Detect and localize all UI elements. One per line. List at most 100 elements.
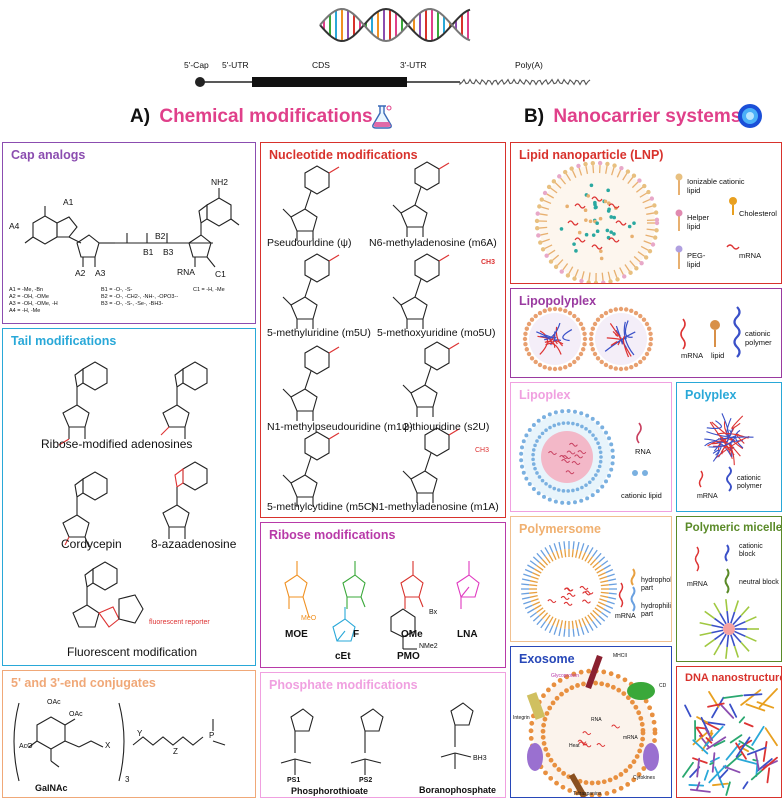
lipid-head	[615, 277, 619, 281]
hydrophilic-chain	[573, 629, 574, 637]
base-ring	[305, 166, 329, 194]
track-utr3-label: 3'-UTR	[400, 60, 427, 70]
lipid-head	[523, 332, 527, 336]
lpp-mrna-label: mRNA	[681, 351, 703, 360]
hydrophobic-chain	[588, 615, 593, 621]
core-lipid	[590, 183, 594, 187]
phos-phosphorothioate-label: Phosphorothioate	[291, 786, 368, 796]
base-ring	[305, 432, 329, 460]
membrane-head	[623, 677, 628, 682]
exo-label-tetra: Tetraspanins	[573, 791, 601, 797]
core-lipid	[628, 225, 632, 229]
lipid-head	[563, 365, 567, 369]
conj-z: Z	[173, 747, 178, 756]
hydrophobic-chain	[593, 610, 599, 615]
neutral-arm	[714, 645, 720, 655]
lipid-head	[609, 365, 613, 369]
lipid-head	[584, 483, 588, 487]
lipid-head	[586, 280, 590, 284]
track-polya-label: Poly(A)	[515, 60, 543, 70]
lipid-head	[591, 161, 595, 165]
cap-legend-left: A1 = -Me, -Bn A2 = -OH, -OMe A3 = -OH, -…	[9, 287, 58, 315]
lipid-head	[629, 309, 633, 313]
polyplex-strand	[732, 416, 743, 429]
modification-bond	[329, 347, 339, 353]
dna-helix-segment	[697, 759, 699, 777]
hydrophobic-chain	[531, 577, 539, 579]
hydrophobic-chain	[530, 581, 538, 583]
lipid-head	[523, 342, 527, 346]
hydrophobic-chain	[561, 620, 563, 628]
lipid-head	[571, 422, 575, 426]
hydrophobic-chain	[557, 619, 559, 627]
lipid-head	[544, 428, 548, 432]
hydrophobic-chain	[600, 596, 608, 598]
membrane-head	[633, 705, 638, 710]
polymersome-phobic-label: hydrophobic part	[641, 577, 671, 593]
lipid-head	[576, 423, 580, 427]
glycosidic-bond	[305, 371, 311, 389]
nuc-item-m6a: N6-methyladenosine (m6A)	[369, 237, 497, 249]
hydrophobic-chain	[537, 608, 543, 613]
lipid-head	[647, 327, 651, 331]
lipid-head	[600, 485, 604, 489]
lipid-head	[614, 307, 618, 311]
lipid-head	[576, 488, 580, 492]
lipid-head	[535, 471, 539, 475]
lipid-tail	[602, 273, 603, 281]
lipid-head	[612, 163, 616, 167]
lipid-head	[566, 421, 570, 425]
section-a-title: Chemical modifications	[159, 106, 372, 127]
hydrophilic-chain	[593, 621, 598, 627]
hydrophobic-chain	[534, 569, 541, 573]
conjugates-panel: 5' and 3'-end conjugates OAc OAc AcO X 3…	[2, 670, 256, 798]
lipid-head	[619, 166, 623, 170]
membrane-head	[559, 692, 564, 697]
lipid-head	[651, 242, 655, 246]
hydrophobic-chain	[534, 605, 541, 609]
hydrophilic-chain	[581, 543, 583, 551]
base-ring	[425, 342, 449, 370]
lipid-head	[638, 360, 642, 364]
lipid-head	[548, 498, 552, 502]
lipid-head	[585, 496, 589, 500]
membrane-head	[548, 776, 553, 781]
mrna-icon	[696, 547, 699, 571]
lipid-head	[654, 210, 658, 214]
lipid-head	[522, 471, 526, 475]
lipid-head	[563, 170, 567, 174]
core-lipid	[607, 207, 611, 211]
core-lipid	[593, 201, 597, 205]
lipid-head	[599, 450, 603, 454]
conj-x: X	[105, 741, 110, 750]
lipid-head	[560, 269, 564, 273]
lipid-head	[583, 162, 587, 166]
lipid-head	[562, 489, 566, 493]
lipid-head	[536, 233, 540, 237]
lipid-head	[573, 410, 577, 414]
membrane-head	[635, 754, 640, 759]
ribose-bx-label: Bx	[429, 609, 437, 616]
lipid-head	[614, 366, 618, 370]
dna-helix-segment	[740, 717, 745, 722]
hydrophobic-chain	[588, 557, 593, 563]
neutral-arm	[735, 646, 739, 657]
ribose-ring	[291, 209, 317, 231]
lipid-head	[584, 427, 588, 431]
lipid-head	[569, 166, 573, 170]
tetraspanin-protein	[643, 743, 659, 771]
lipid-head	[596, 489, 600, 493]
ribose-f-label: F	[353, 629, 359, 640]
lipid-head	[648, 332, 652, 336]
phosphate-modifications-panel: Phosphate modifications PS1 PS2 Phosphor…	[260, 672, 506, 798]
membrane-head	[541, 735, 546, 740]
membrane-head	[541, 723, 546, 728]
hydrophobic-chain	[532, 573, 539, 576]
polymersome-mrna-label: mRNA	[615, 613, 636, 620]
hydrophilic-chain	[608, 597, 616, 599]
lipid-head	[607, 474, 611, 478]
lipid-head	[572, 314, 576, 318]
lipopolyplex-panel: Lipopolyplex mRNA lipid cationic polymer	[510, 288, 782, 378]
ribose-meo-label: MeO	[301, 615, 316, 622]
hydrophilic-chain	[533, 616, 539, 621]
